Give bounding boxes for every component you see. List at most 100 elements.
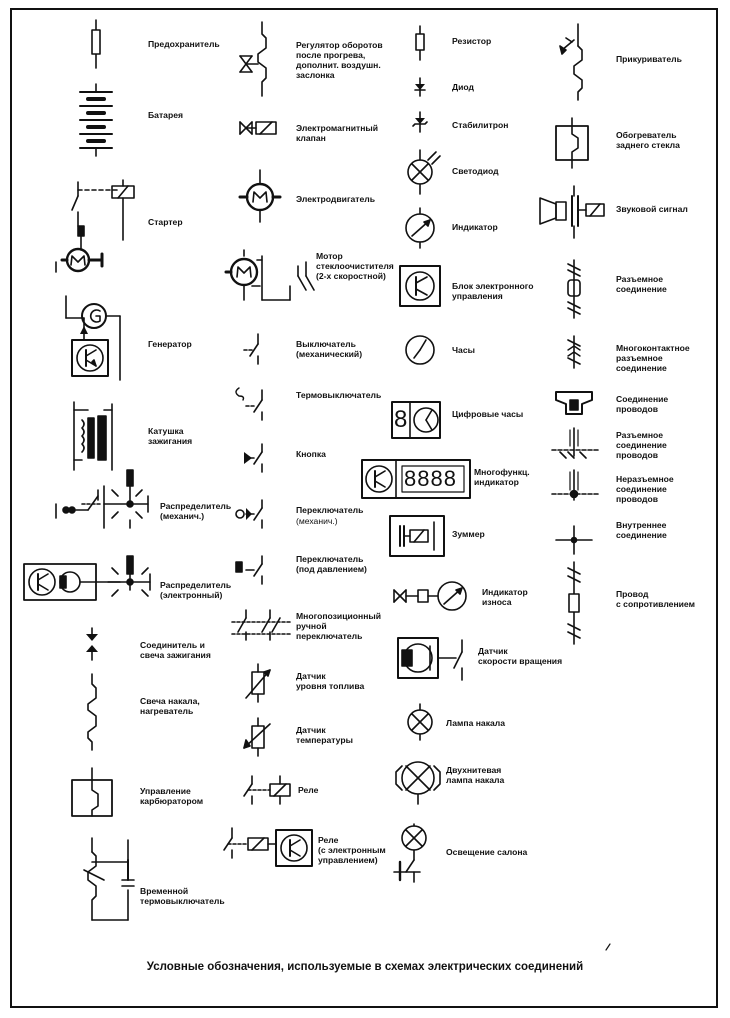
detachable-connection-label: Разъемное соединение (616, 274, 667, 294)
zener-diode-symbol (412, 111, 428, 133)
solenoid-valve-symbol (239, 121, 277, 135)
temperature-sensor-symbol (243, 717, 271, 757)
temperature-sensor-label: Датчик температуры (296, 725, 353, 745)
pressure-switch-label: Переключатель (под давлением) (296, 554, 367, 574)
switch-mech-label: Выключатель (механический) (296, 339, 363, 359)
changeover-switch-sublabel: (механич.) (296, 516, 338, 526)
fuel-level-sensor-symbol (245, 663, 271, 703)
idle-regulator-symbol (239, 21, 267, 97)
internal-connection-label: Внутреннее соединение (616, 520, 667, 540)
connector-spark-plug-label: Соединитель и свеча зажигания (140, 640, 211, 660)
relay-electronic-symbol (223, 827, 313, 867)
permanent-wire-connection-label: Неразъемное соединение проводов (616, 474, 674, 504)
button-symbol (244, 443, 263, 473)
solenoid-valve-label: Электромагнитный клапан (296, 123, 379, 143)
dual-filament-lamp-label: Двухнитевая лампа накала (446, 765, 505, 785)
clock-label: Часы (452, 345, 475, 355)
resistance-wire-label: Провод с сопротивлением (616, 589, 695, 609)
legend-sheet-frame (10, 8, 718, 1008)
starter-symbol (55, 179, 135, 273)
thermoswitch-label: Термовыключатель (296, 390, 382, 400)
thermoswitch-symbol (235, 387, 263, 421)
resistor-label: Резистор (452, 36, 492, 46)
relay-electronic-label: Реле (с электронным управлением) (318, 835, 386, 865)
multifunction-indicator-symbol (361, 459, 471, 499)
carburetor-control-symbol (71, 767, 113, 817)
ignition-coil-symbol (73, 401, 113, 471)
time-thermoswitch-symbol (83, 837, 135, 921)
distributor-electronic-symbol (23, 555, 151, 601)
electric-motor-label: Электродвигатель (296, 194, 376, 204)
wear-indicator-symbol (393, 581, 467, 611)
interior-light-symbol (393, 823, 427, 883)
diode-label: Диод (452, 82, 474, 92)
led-symbol (407, 149, 441, 195)
button-label: Кнопка (296, 449, 326, 459)
switch-mech-symbol (243, 333, 259, 365)
detachable-wire-connection-symbol (551, 427, 599, 459)
legend-caption: Условные обозначения, используемые в схе… (146, 961, 584, 973)
incandescent-lamp-symbol (407, 703, 433, 741)
carburetor-control-label: Управление карбюратором (140, 786, 204, 806)
zener-diode-label: Стабилитрон (452, 120, 509, 130)
speed-sensor-symbol (397, 637, 463, 681)
ignition-coil-label: Катушка зажигания (148, 426, 193, 446)
fuse-label: Предохранитель (148, 39, 220, 49)
digital-clock-symbol (391, 401, 441, 439)
rear-window-heater-label: Обогреватель заднего стекла (616, 130, 680, 150)
speed-sensor-label: Датчик скорости вращения (478, 646, 563, 666)
corner-mark-symbol (605, 943, 611, 951)
led-label: Светодиод (452, 166, 499, 176)
relay-label: Реле (298, 785, 319, 795)
electric-motor-symbol (238, 169, 282, 223)
multifunction-indicator-digits: 8888 (404, 466, 457, 491)
distributor-mech-label: Распределитель (механич.) (160, 501, 232, 521)
multipin-connection-label: Многоконтактное разъемное соединение (616, 343, 690, 373)
detachable-wire-connection-label: Разъемное соединение проводов (616, 430, 667, 460)
multiposition-switch-symbol (231, 609, 291, 641)
idle-regulator-label: Регулятор оборотов после прогрева, допол… (296, 40, 383, 80)
relay-symbol (243, 775, 291, 805)
changeover-switch-label: Переключатель (296, 505, 364, 515)
wear-indicator-label: Индикатор износа (482, 587, 528, 607)
rear-window-heater-symbol (555, 117, 589, 169)
indicator-label: Индикатор (452, 222, 498, 232)
resistance-wire-symbol (567, 561, 581, 645)
interior-light-label: Освещение салона (446, 847, 528, 857)
fuel-level-sensor-label: Датчик уровня топлива (296, 671, 365, 691)
diode-symbol (414, 77, 426, 97)
time-thermoswitch-label: Временной термовыключатель (140, 886, 225, 906)
detachable-connection-symbol (567, 259, 581, 319)
incandescent-lamp-label: Лампа накала (446, 718, 506, 728)
multipin-connection-symbol (567, 335, 581, 369)
wire-connection-label: Соединение проводов (616, 394, 669, 414)
multiposition-switch-label: Многопозиционный ручной переключатель (296, 611, 382, 641)
internal-connection-symbol (555, 525, 593, 555)
digital-clock-digit: 8 (394, 406, 408, 433)
buzzer-symbol (389, 515, 445, 557)
generator-symbol (65, 295, 121, 381)
indicator-symbol (405, 207, 435, 249)
resistor-symbol (415, 25, 425, 61)
ecu-symbol (399, 265, 441, 307)
wiper-motor-label: Мотор стеклоочистителя (2-х скоростной) (316, 251, 394, 281)
generator-label: Генератор (148, 339, 192, 349)
wiper-motor-symbol (224, 249, 315, 301)
changeover-switch-symbol (235, 499, 263, 529)
digital-clock-label: Цифровые часы (452, 409, 524, 419)
cigarette-lighter-label: Прикуриватель (616, 54, 682, 64)
cigarette-lighter-symbol (559, 23, 583, 101)
clock-symbol (405, 335, 435, 365)
distributor-mech-symbol (55, 469, 149, 529)
ecu-label: Блок электронного управления (452, 281, 534, 301)
connector-spark-plug-symbol (86, 627, 98, 661)
buzzer-label: Зуммер (452, 529, 485, 539)
wire-connection-symbol (555, 391, 593, 415)
fuse-symbol (91, 19, 101, 69)
glow-plug-heater-label: Свеча накала, нагреватель (140, 696, 200, 716)
horn-symbol (539, 185, 605, 239)
glow-plug-heater-symbol (87, 673, 97, 751)
battery-label: Батарея (148, 110, 183, 120)
battery-symbol (79, 83, 113, 157)
